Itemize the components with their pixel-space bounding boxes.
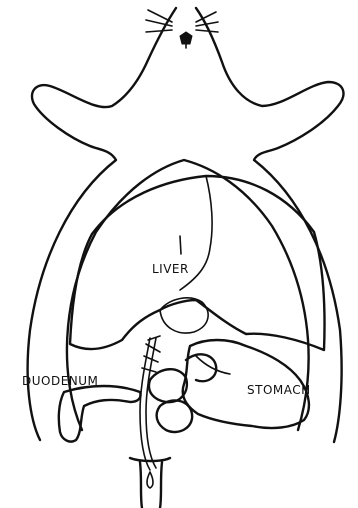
body-outline-right — [196, 8, 343, 442]
tail — [130, 458, 170, 508]
liver-outline — [70, 176, 325, 350]
liver-label: LIVER — [152, 262, 189, 276]
fluid-drop — [147, 472, 153, 488]
liver-lobe-mark — [180, 236, 181, 254]
duodenum-label: DUODENUM — [22, 374, 98, 388]
nose — [180, 32, 192, 48]
stomach-label: STOMACH — [247, 383, 311, 397]
cannula-tube — [140, 336, 160, 470]
